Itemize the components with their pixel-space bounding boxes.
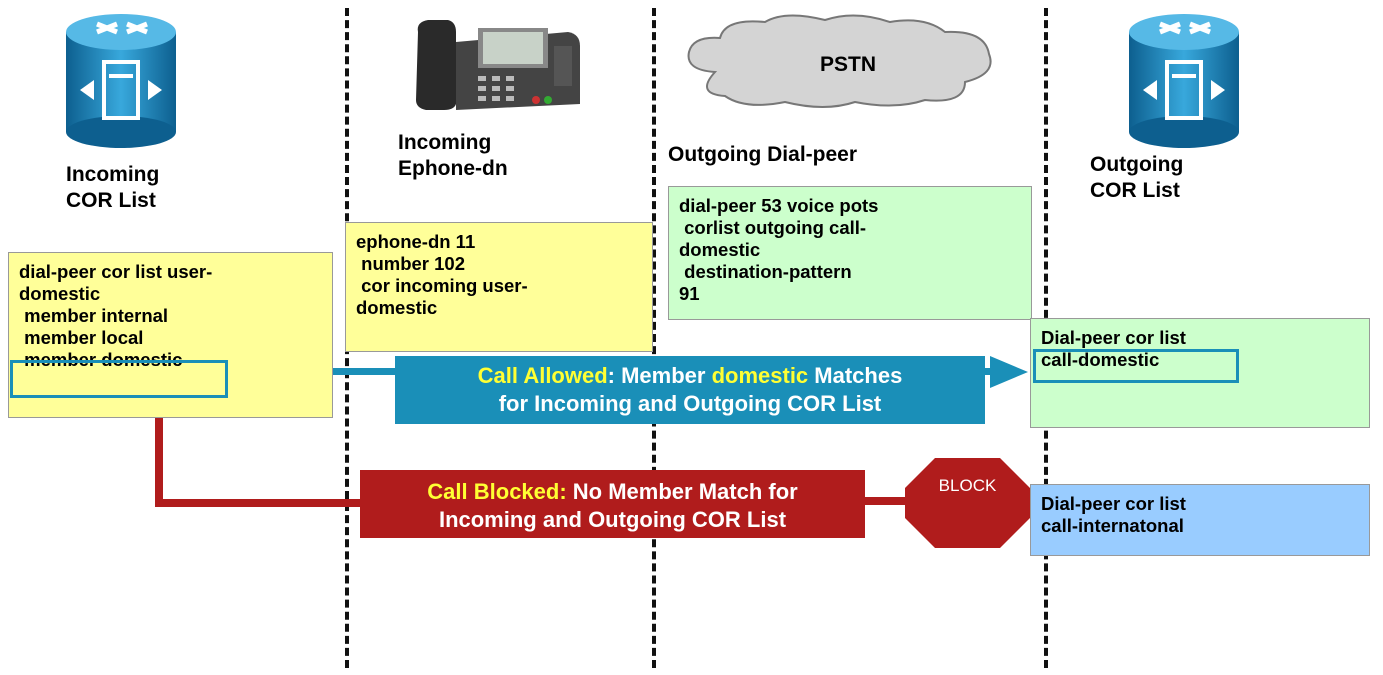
outgoing-cor-label-line2: COR List [1090,179,1180,202]
blocked-connector-to-stop [850,497,915,505]
call-blocked-banner: Call Blocked: No Member Match for Incomi… [360,470,865,538]
block-stop-sign-icon [905,458,1030,548]
blocked-connector-horizontal [155,499,370,507]
incoming-cor-list-box: dial-peer cor list user- domestic member… [8,252,333,418]
outgoing-dialpeer-label: Outgoing Dial-peer [668,143,857,166]
outgoing-cor-label: Outgoing COR List [1090,152,1183,204]
call-allowed-highlight: Call Allowed [477,363,608,388]
call-allowed-text1: : Member [607,363,712,388]
incoming-ephone-label: Incoming Ephone-dn [398,130,508,182]
member-domestic-highlight [10,360,228,398]
call-allowed-text2: Matches [808,363,903,388]
incoming-ephone-label-line1: Incoming [398,131,492,154]
block-label: BLOCK [938,476,997,495]
call-blocked-text1: No Member Match for [566,479,798,504]
allowed-connector-left [330,368,400,375]
ip-phone-icon [416,20,580,110]
ephone-dn-box: ephone-dn 11 number 102 cor incoming use… [345,222,653,352]
incoming-cor-label: Incoming COR List [66,162,159,214]
router-icon [1129,14,1239,148]
pstn-label: PSTN [819,53,876,76]
router-icon [66,14,176,148]
allowed-arrow-head-icon [990,356,1028,388]
allowed-connector-right [975,368,995,375]
call-allowed-banner: Call Allowed: Member domestic Matches fo… [395,356,985,424]
call-allowed-line1: Call Allowed: Member domestic Matches [395,362,985,390]
incoming-ephone-label-line2: Ephone-dn [398,157,508,180]
incoming-cor-label-line2: COR List [66,189,156,212]
call-blocked-highlight: Call Blocked: [427,479,567,504]
outgoing-cor-label-line1: Outgoing [1090,153,1184,176]
call-allowed-member: domestic [711,363,809,388]
divider-2 [652,8,656,668]
call-blocked-line2: Incoming and Outgoing COR List [438,507,787,532]
call-allowed-line2: for Incoming and Outgoing COR List [498,391,882,416]
pstn-cloud-icon [687,14,992,108]
blocked-connector-vertical [155,415,163,507]
call-blocked-line1: Call Blocked: No Member Match for [360,478,865,506]
call-domestic-highlight [1033,349,1239,383]
dial-peer-box: dial-peer 53 voice pots corlist outgoing… [668,186,1032,320]
incoming-cor-label-line1: Incoming [66,163,160,186]
outgoing-domestic-box: Dial-peer cor list call-domestic [1030,318,1370,428]
outgoing-international-box: Dial-peer cor list call-internatonal [1030,484,1370,556]
